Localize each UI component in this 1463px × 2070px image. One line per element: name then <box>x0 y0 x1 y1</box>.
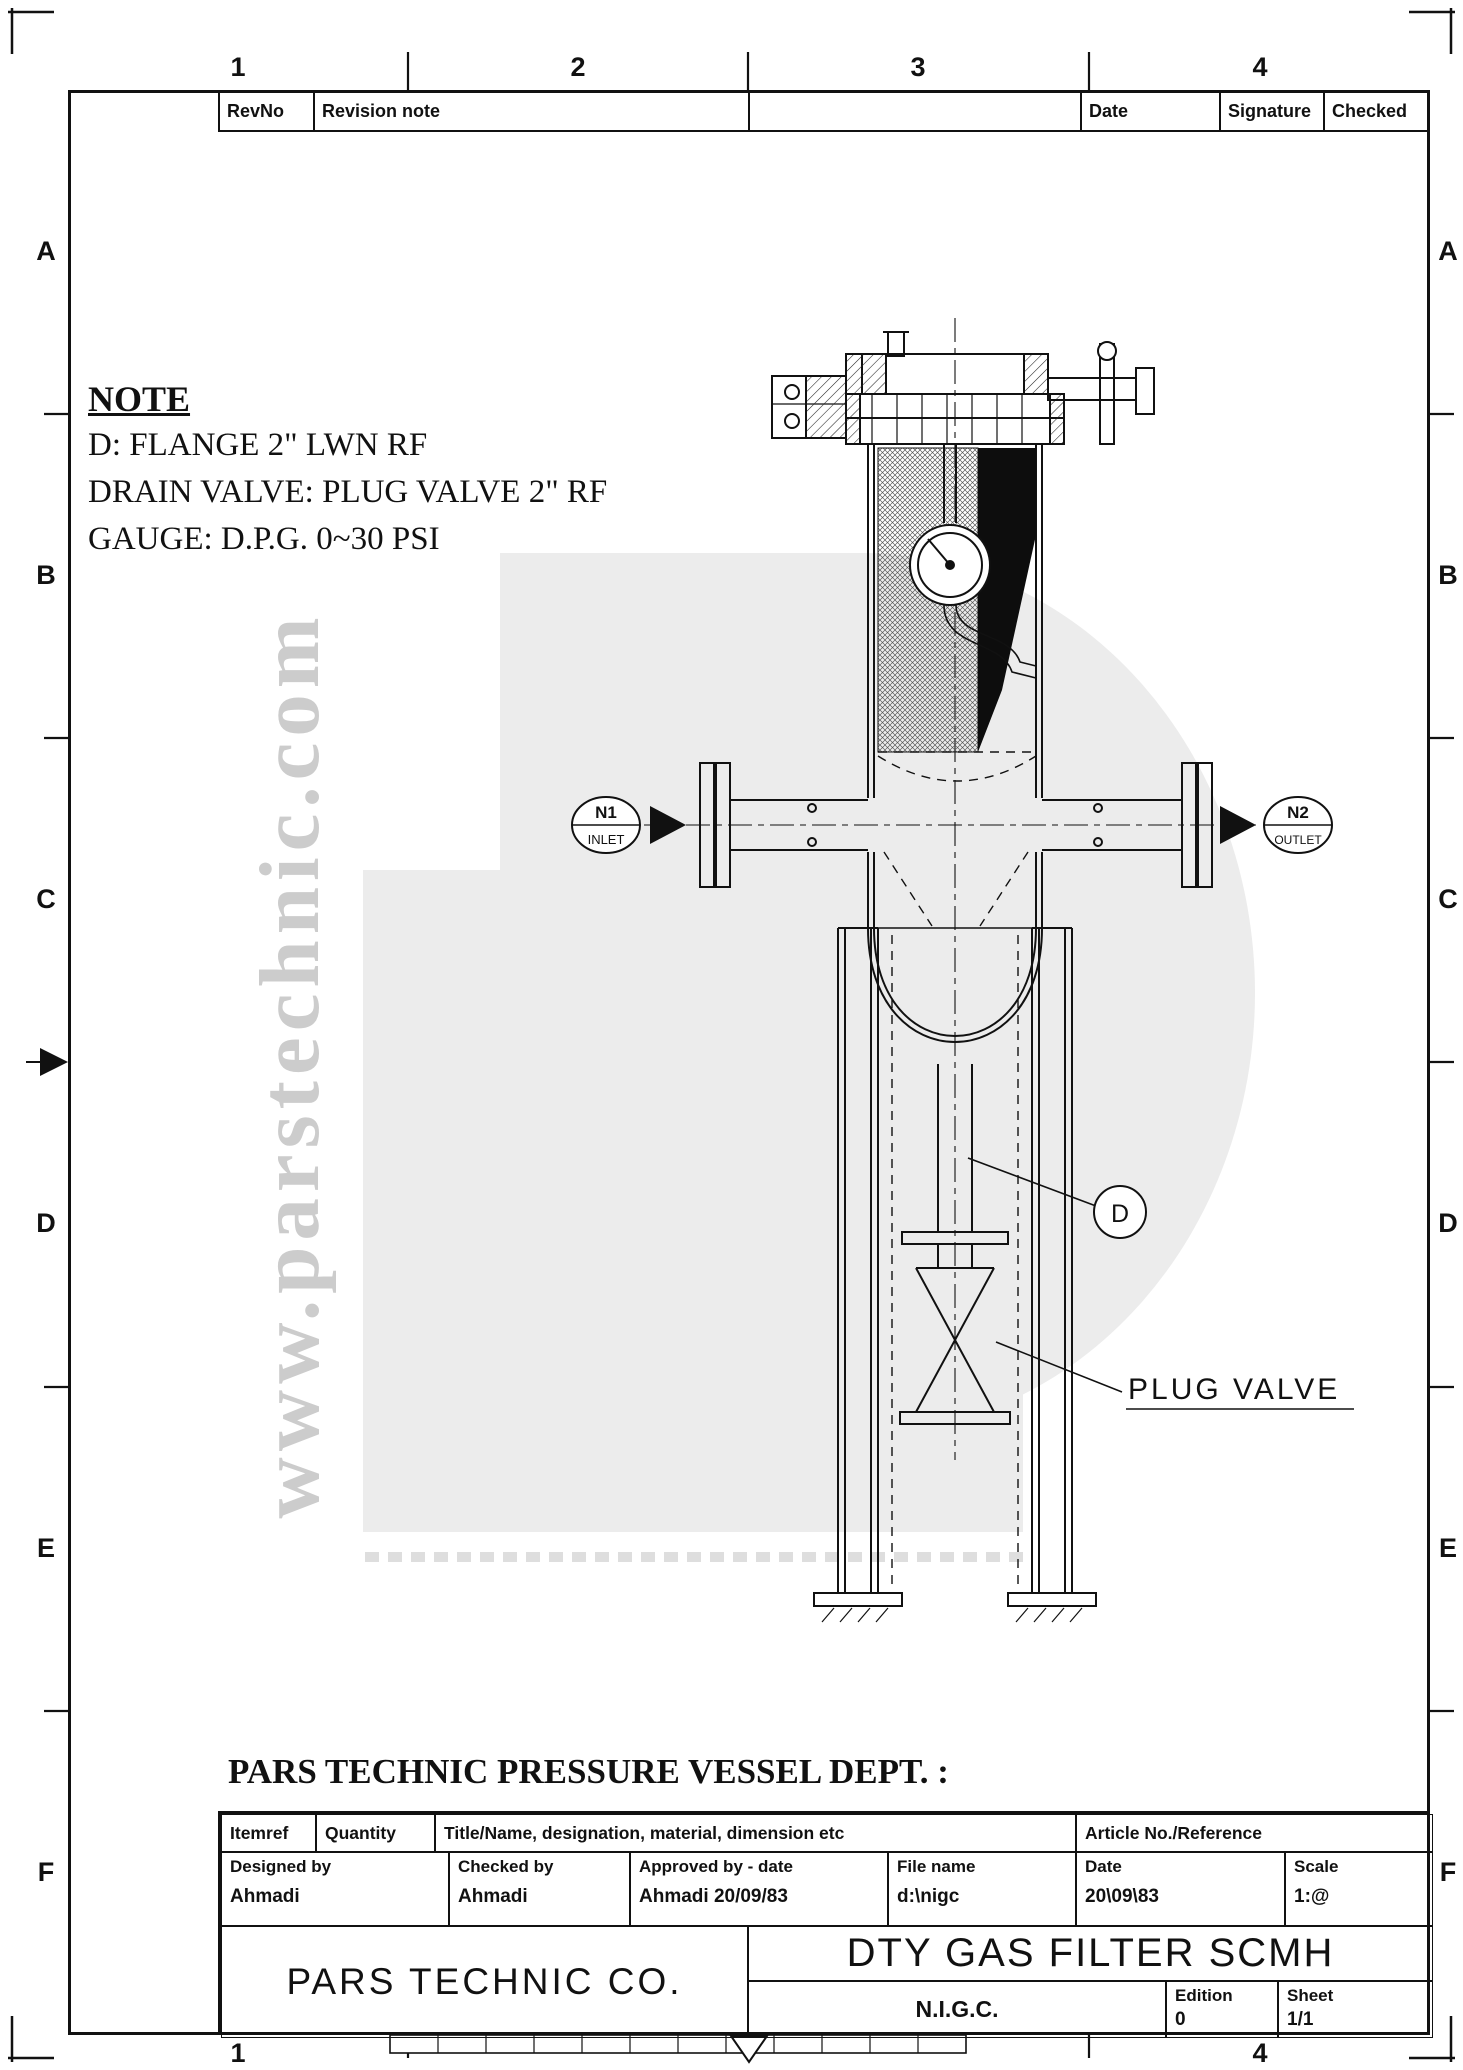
n1-text: N1 <box>595 803 617 822</box>
zone-ticks <box>44 52 1454 2058</box>
note-line-flange: D: FLANGE 2" LWN RF <box>88 427 428 463</box>
filter-shaded-zone <box>978 448 1036 752</box>
approved-by-label: Approved by - date <box>639 1857 793 1876</box>
sheet-cell: Sheet 1/1 <box>1278 1981 1433 2038</box>
date-cell: Date 20\09\83 <box>1076 1852 1285 1926</box>
company-cell: PARS TECHNIC CO. <box>221 1926 748 2038</box>
n2-text: N2 <box>1287 803 1309 822</box>
background-logo-stem <box>363 870 1023 1532</box>
zone-left-f: F <box>37 1857 55 1887</box>
approved-by-value: Ahmadi 20/09/83 <box>639 1886 788 1907</box>
zone-right-a: A <box>1438 236 1458 266</box>
zone-top-1: 1 <box>230 52 246 82</box>
col-title: Title/Name, designation, material, dimen… <box>435 1814 1076 1852</box>
designed-by-label: Designed by <box>230 1857 332 1876</box>
edition-label: Edition <box>1175 1986 1233 2005</box>
revision-col-spacer <box>750 92 1082 130</box>
inlet-nozzle <box>699 762 868 888</box>
filter-element <box>877 447 1036 753</box>
revision-col-signature: Signature <box>1221 92 1325 130</box>
zone-left-a: A <box>36 236 56 266</box>
zone-left-d: D <box>36 1208 56 1238</box>
edition-cell: Edition 0 <box>1166 1981 1278 2038</box>
zone-top-4: 4 <box>1252 52 1268 82</box>
outlet-flow-arrow <box>1220 806 1256 844</box>
revision-table: RevNo Revision note Date Signature Check… <box>218 90 1430 132</box>
support-legs <box>813 927 1097 1623</box>
file-name-cell: File name d:\nigc <box>888 1852 1076 1926</box>
detail-d-text: D <box>1111 1200 1129 1228</box>
plug-valve-symbol <box>899 1267 1011 1425</box>
scale-value: 1:@ <box>1294 1886 1330 1907</box>
bottom-head <box>867 927 1043 1043</box>
company-name: PARS TECHNIC CO. <box>286 1961 683 2002</box>
client-cell: N.I.G.C. <box>748 1981 1166 2038</box>
centring-mark-bottom <box>729 2035 769 2064</box>
date-label: Date <box>1085 1857 1122 1876</box>
zone-right-e: E <box>1438 1533 1457 1563</box>
zone-left-b: B <box>36 560 56 590</box>
file-name-label: File name <box>897 1857 976 1876</box>
col-itemref: Itemref <box>221 1814 316 1852</box>
checked-by-value: Ahmadi <box>458 1886 528 1907</box>
note-line-drain-valve: DRAIN VALVE: PLUG VALVE 2" RF <box>88 474 608 510</box>
inlet-flow-arrow <box>650 806 686 844</box>
centring-mark-left <box>26 1048 68 1076</box>
edition-value: 0 <box>1175 2009 1186 2030</box>
client-name: N.I.G.C. <box>915 1996 999 2022</box>
title-block: Itemref Quantity Title/Name, designation… <box>218 1811 1433 2038</box>
zone-right-b: B <box>1438 560 1458 590</box>
plug-valve-text: PLUG VALVE <box>1128 1373 1340 1406</box>
revision-col-date: Date <box>1082 92 1221 130</box>
dept-title: PARS TECHNIC PRESSURE VESSEL DEPT. : <box>228 1752 949 1791</box>
pressure-gauge-icon <box>909 444 1037 679</box>
drain-pipe <box>901 1064 1009 1268</box>
shell-walls <box>867 444 1043 929</box>
top-closure <box>771 331 1155 445</box>
note-line-gauge: GAUGE: D.P.G. 0~30 PSI <box>88 521 440 557</box>
hidden-internals <box>877 751 1037 1590</box>
note-title: NOTE <box>88 379 191 419</box>
drawing-title-cell: DTY GAS FILTER SCMH <box>748 1926 1433 1981</box>
file-name-value: d:\nigc <box>897 1886 960 1907</box>
zone-bottom-4: 4 <box>1252 2038 1268 2068</box>
detail-d-balloon: D <box>967 1157 1147 1239</box>
zone-right-f: F <box>1439 1857 1457 1887</box>
approved-by-cell: Approved by - date Ahmadi 20/09/83 <box>630 1852 888 1926</box>
ruler-strip <box>389 2034 967 2064</box>
col-article: Article No./Reference <box>1076 1814 1433 1852</box>
zone-left-c: C <box>36 884 56 914</box>
background-logo-dashes <box>365 1552 1030 1562</box>
zone-right-d: D <box>1438 1208 1458 1238</box>
zone-bottom-1: 1 <box>230 2038 246 2068</box>
col-quantity: Quantity <box>316 1814 435 1852</box>
outlet-nozzle <box>1042 762 1213 888</box>
n1-inlet-label: N1 INLET <box>571 796 686 854</box>
zone-left-e: E <box>36 1533 55 1563</box>
designed-by-value: Ahmadi <box>230 1886 300 1907</box>
sheet-label: Sheet <box>1287 1986 1334 2005</box>
zone-top-3: 3 <box>910 52 926 82</box>
date-value: 20\09\83 <box>1085 1886 1159 1907</box>
revision-col-note: Revision note <box>315 92 750 130</box>
scale-label: Scale <box>1294 1857 1339 1876</box>
plug-valve-callout: PLUG VALVE <box>995 1341 1354 1410</box>
revision-col-checked: Checked <box>1332 100 1408 121</box>
drawing-title: DTY GAS FILTER SCMH <box>846 1931 1335 1975</box>
checked-by-label: Checked by <box>458 1857 554 1876</box>
revision-col-revno: RevNo <box>220 92 315 130</box>
designed-by-cell: Designed by Ahmadi <box>221 1852 449 1926</box>
corner-trim-marks <box>8 8 1455 2062</box>
scale-cell: Scale 1:@ <box>1285 1852 1433 1926</box>
zone-right-c: C <box>1438 884 1458 914</box>
n2-sub-text: OUTLET <box>1274 833 1322 847</box>
n2-outlet-label: N2 OUTLET <box>1220 796 1333 854</box>
note-block: NOTE D: FLANGE 2" LWN RF DRAIN VALVE: PL… <box>88 376 607 563</box>
zone-top-2: 2 <box>570 52 586 82</box>
sheet-value: 1/1 <box>1287 2009 1314 2030</box>
n1-sub-text: INLET <box>588 832 625 847</box>
checked-by-cell: Checked by Ahmadi <box>449 1852 630 1926</box>
